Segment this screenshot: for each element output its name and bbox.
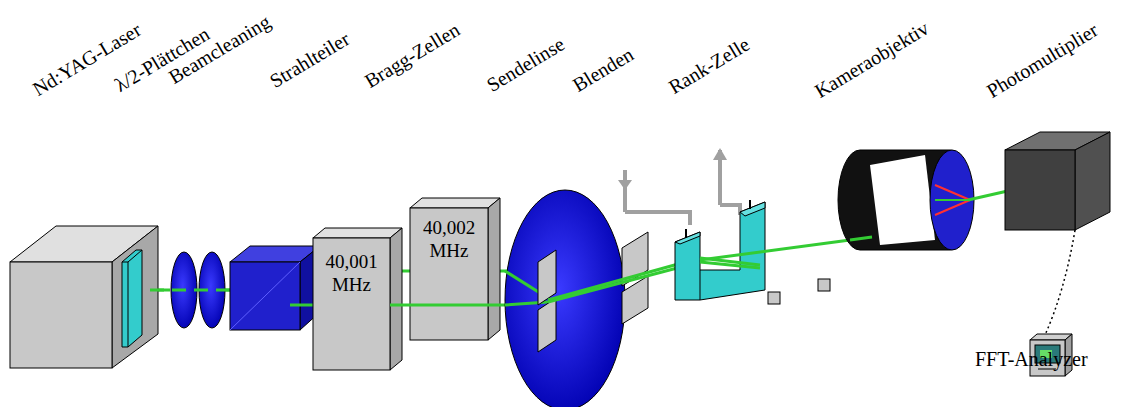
- component-label: Bragg-Zellen: [361, 18, 464, 92]
- beam-stop: [768, 292, 780, 304]
- bragg-cell: [410, 198, 500, 340]
- beam-stop: [818, 279, 830, 291]
- component-label: Photomultiplier: [983, 18, 1102, 102]
- bragg-cell-box: 40,001 MHz: [313, 238, 390, 370]
- laser: [10, 226, 158, 368]
- device-label: FFT-Analyzer: [975, 348, 1088, 370]
- photomultiplier: [1005, 132, 1110, 230]
- half-wave-plate: [122, 250, 142, 347]
- bragg-cell-box: 40,002 MHz: [410, 208, 488, 340]
- frequency-text: 40,001 MHz: [313, 250, 390, 296]
- component-label: Blenden: [569, 43, 637, 96]
- frequency-text: 40,002 MHz: [410, 216, 488, 262]
- component-label: Rank-Zelle: [665, 33, 753, 98]
- beam-splitter: [230, 246, 320, 330]
- rank-cell: [618, 148, 765, 300]
- component-label: Sendelinse: [483, 33, 569, 96]
- signal-cable: [1045, 230, 1075, 335]
- component-label: Strahlteiler: [266, 27, 353, 92]
- camera-objective: [838, 150, 974, 250]
- bragg-cell: [313, 228, 402, 370]
- component-label: Kameraobjektiv: [811, 17, 933, 102]
